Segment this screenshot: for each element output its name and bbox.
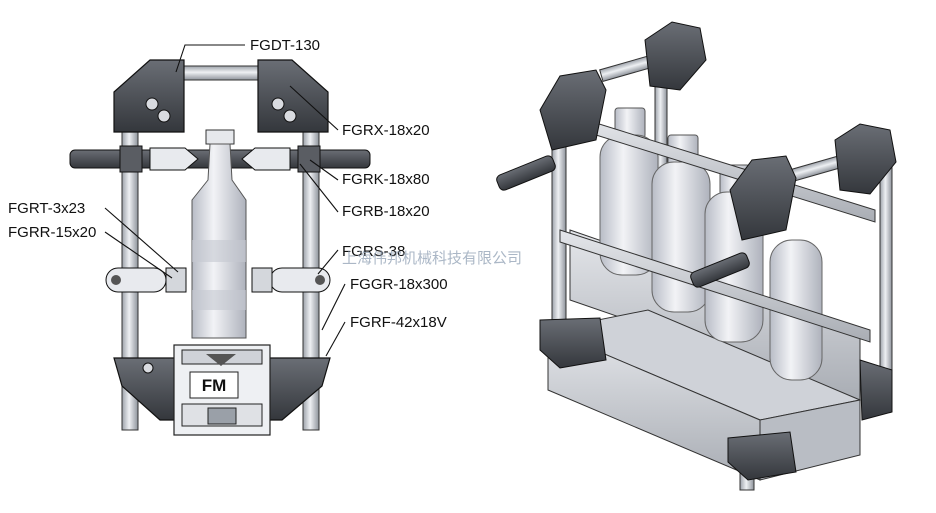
- label-fggr: FGGR-18x300: [350, 276, 448, 293]
- label-fgrs: FGRS-38: [342, 243, 405, 260]
- left-gripper: [149, 147, 199, 171]
- top-right-bracket: [257, 59, 329, 133]
- isometric-view-drawing: [496, 21, 897, 491]
- iso-bracket-back-left: [539, 69, 607, 151]
- middle-rail: [559, 229, 871, 343]
- iso-bracket-front-right: [834, 123, 897, 195]
- label-fgdt: FGDT-130: [250, 37, 320, 54]
- bottle: [191, 129, 247, 339]
- label-fgrf: FGRF-42x18V: [350, 314, 447, 331]
- watermark: 上海伟邦机械科技有限公司: [342, 249, 522, 267]
- iso-bracket-back-right: [644, 21, 707, 91]
- top-left-bracket: [113, 59, 185, 133]
- label-fgrr: FGRR-15x20: [8, 224, 96, 241]
- front-view-drawing: FM FGDT-130 FGRX-18x20 FGRK-18x80 FGRB-1…: [8, 37, 448, 436]
- right-gripper: [241, 147, 291, 171]
- top-crossbar: [169, 65, 271, 81]
- label-fgrt: FGRT-3x23: [8, 200, 85, 217]
- iso-bracket-front-left: [729, 155, 797, 241]
- fm-module: FM: [173, 344, 271, 436]
- label-fgrb: FGRB-18x20: [342, 203, 430, 220]
- label-fgrx: FGRX-18x20: [342, 122, 430, 139]
- module-label: FM: [202, 376, 227, 395]
- label-fgrk: FGRK-18x80: [342, 171, 430, 188]
